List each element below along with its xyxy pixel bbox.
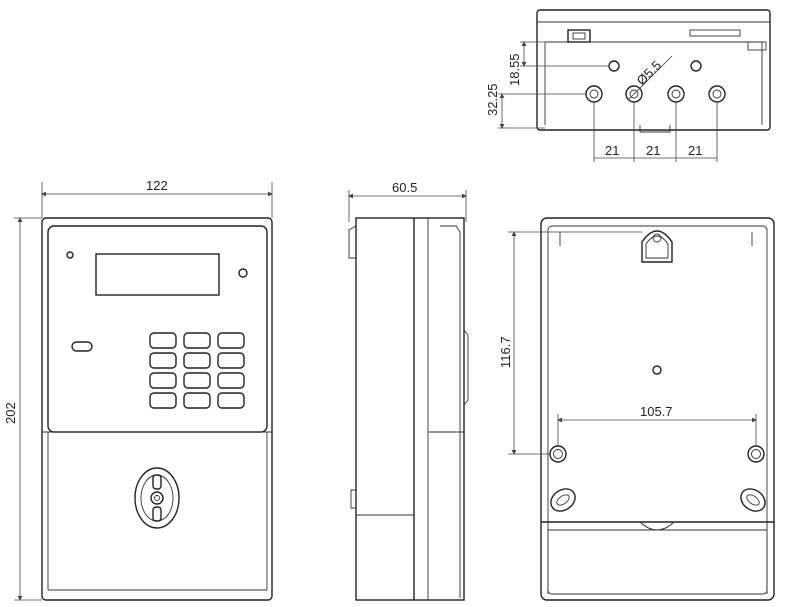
mounting-holes xyxy=(549,445,765,463)
side-view: 60.5 xyxy=(348,180,469,601)
hanger-hook xyxy=(641,230,673,263)
keypad-key xyxy=(217,352,245,369)
side-bottom-lip xyxy=(350,489,356,509)
side-top-lip xyxy=(348,225,357,259)
keypad-key xyxy=(149,392,177,409)
pitch-label-3: 21 xyxy=(688,143,702,158)
back-view: 116.7 105.7 xyxy=(498,217,775,601)
side-keypad-bulge xyxy=(463,329,469,406)
front-view: 122 202 xyxy=(3,178,273,601)
terminal-small-hole xyxy=(608,60,620,72)
keypad-key xyxy=(183,352,211,369)
keypad-key xyxy=(183,372,211,389)
indicator-led-right xyxy=(238,268,248,278)
center-offset-label: 32.25 xyxy=(485,83,500,116)
back-body xyxy=(540,217,775,601)
terminal-ribs xyxy=(689,29,741,37)
terminal-bottom-tab xyxy=(639,125,671,133)
terminal-clip xyxy=(567,29,591,43)
center-hole xyxy=(652,365,662,375)
slot-holes xyxy=(550,488,766,512)
keypad-key xyxy=(217,372,245,389)
front-lower-edges xyxy=(47,432,268,591)
side-body xyxy=(355,217,465,601)
keypad-key xyxy=(149,332,177,349)
terminal-holes xyxy=(585,85,726,103)
keypad xyxy=(149,332,245,409)
front-height-label: 202 xyxy=(3,402,18,424)
terminal-tab xyxy=(747,41,767,51)
hole-diameter-label: Ø5.5 xyxy=(634,58,665,89)
top-offset-label: 18.55 xyxy=(507,53,522,86)
terminal-outline xyxy=(536,9,771,131)
terminal-cover-notch xyxy=(639,521,675,531)
keypad-key xyxy=(183,332,211,349)
keypad-key xyxy=(149,352,177,369)
indicator-led-left xyxy=(66,251,74,259)
pulse-indicator xyxy=(71,341,93,352)
terminal-inner-sides xyxy=(544,42,763,125)
back-inner-edge xyxy=(547,225,768,595)
display-window xyxy=(95,253,220,296)
back-top-slots xyxy=(559,232,753,246)
diameter-leader xyxy=(627,55,673,101)
pitch-label-2: 21 xyxy=(646,143,660,158)
seal-lock xyxy=(134,467,180,529)
back-horizontal-label: 105.7 xyxy=(640,404,673,419)
terminal-cover-inner xyxy=(547,529,768,594)
back-vertical-label: 116.7 xyxy=(498,336,513,368)
side-depth-label: 60.5 xyxy=(392,180,417,195)
side-front-edge xyxy=(440,225,461,598)
front-panel xyxy=(47,225,268,433)
keypad-key xyxy=(217,332,245,349)
keypad-key xyxy=(149,372,177,389)
terminal-clip-slot xyxy=(572,32,586,40)
keypad-key xyxy=(217,392,245,409)
keypad-key xyxy=(183,392,211,409)
front-width-label: 122 xyxy=(146,178,168,193)
front-body xyxy=(41,217,273,601)
terminal-detail-view: Ø5.5 18.55 32.25 21 21 21 xyxy=(485,9,771,162)
terminal-small-hole xyxy=(690,60,702,72)
pitch-label-1: 21 xyxy=(605,143,619,158)
